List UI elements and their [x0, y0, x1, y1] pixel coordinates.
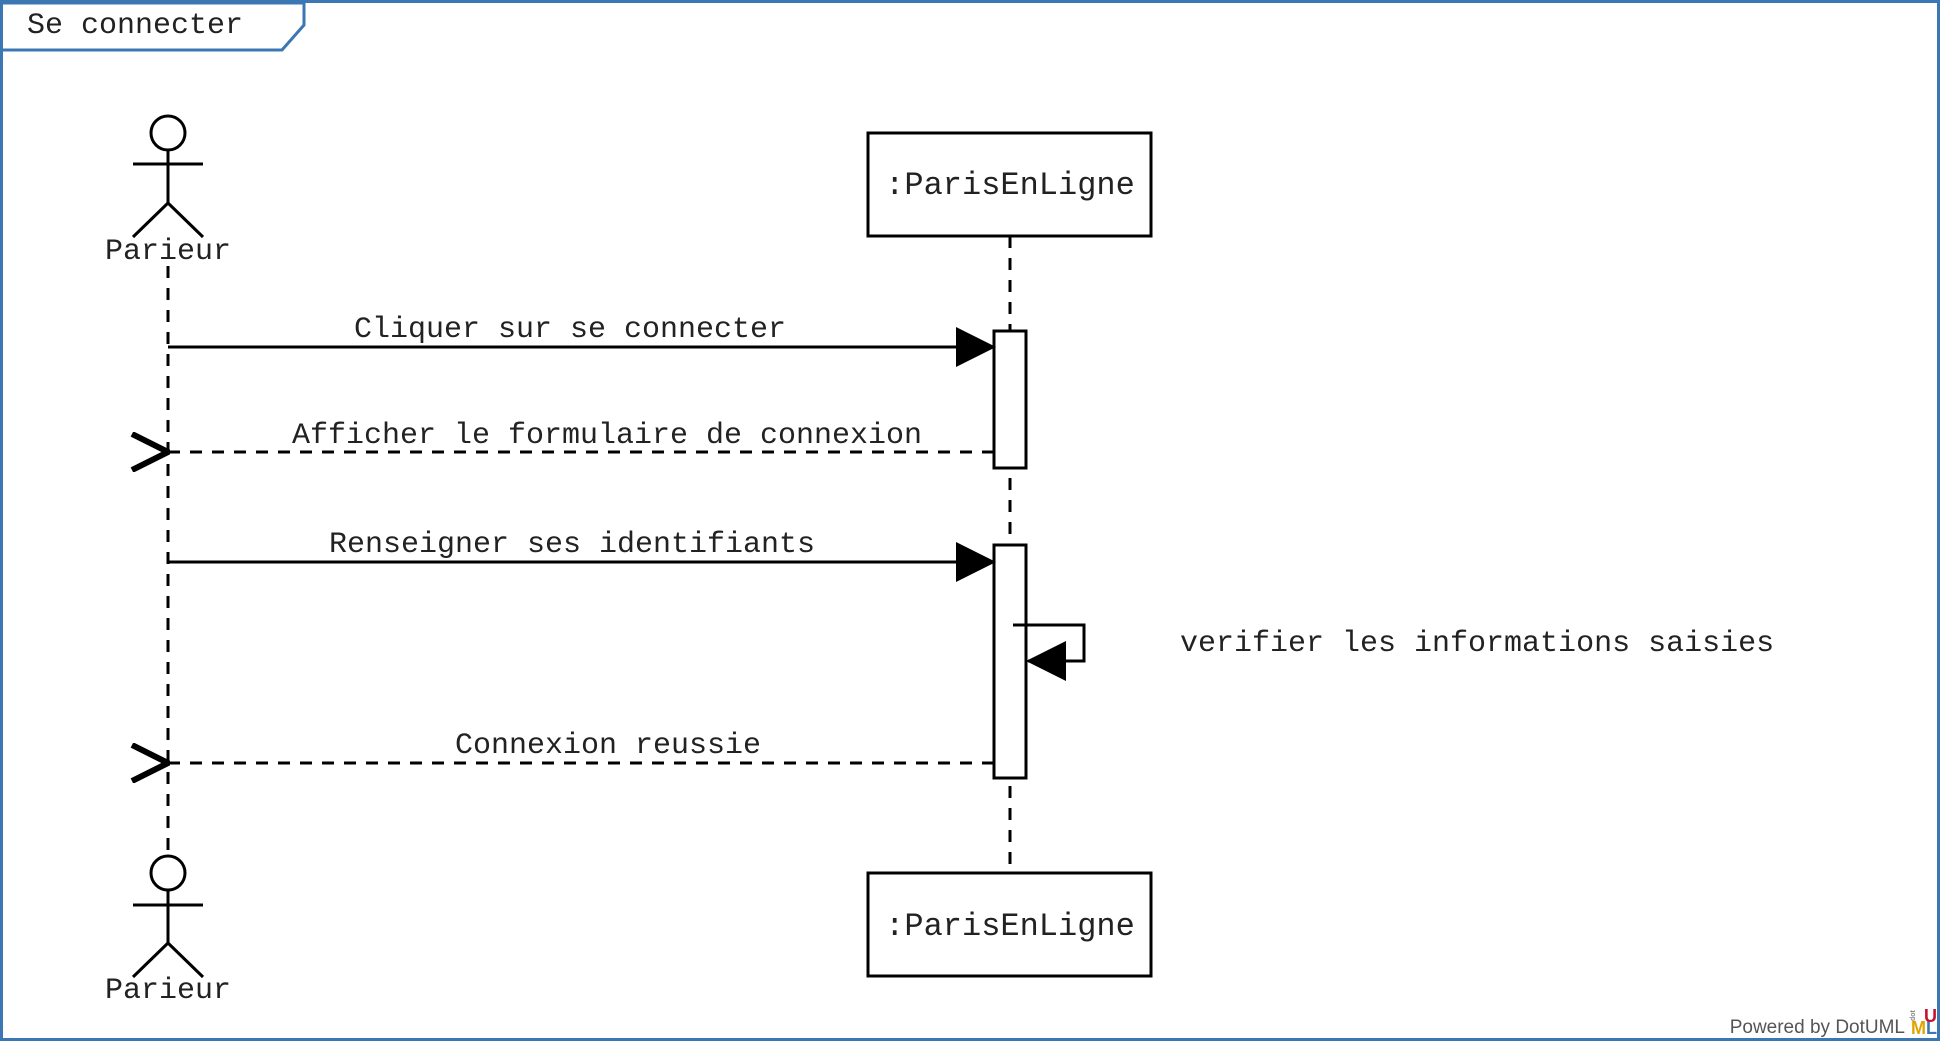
dotuml-logo-icon: M L U dot — [1910, 1006, 1937, 1038]
message-label-4: verifier les informations saisies — [1180, 627, 1774, 661]
object-box-bottom — [866, 871, 1153, 978]
object-label-top: :ParisEnLigne — [885, 167, 1135, 204]
message-label-5: Connexion reussie — [455, 729, 761, 763]
activation-bar-2 — [992, 543, 1028, 780]
actor-parieur-bottom — [131, 854, 205, 979]
message-label-2: Afficher le formulaire de connexion — [292, 419, 922, 453]
message-label-3: Renseigner ses identifiants — [329, 528, 815, 562]
actor-label-bottom: Parieur — [105, 974, 231, 1008]
svg-text:M: M — [1911, 1018, 1926, 1038]
actor-head-icon — [149, 114, 187, 152]
powered-by-text[interactable]: Powered by DotUML — [1730, 1017, 1905, 1038]
object-box-top — [866, 131, 1153, 238]
actor-head-icon — [149, 854, 187, 892]
svg-text:L: L — [1926, 1018, 1937, 1038]
activation-bar-1 — [992, 329, 1028, 470]
object-label-bottom: :ParisEnLigne — [885, 908, 1135, 945]
svg-text:U: U — [1924, 1006, 1937, 1026]
message-label-1: Cliquer sur se connecter — [354, 313, 786, 347]
frame-title: Se connecter — [27, 9, 243, 43]
actor-parieur-top — [131, 114, 205, 239]
message-arrow-4 — [1013, 623, 1086, 681]
frame-title-tab: Se connecter — [3, 1, 306, 52]
svg-text:dot: dot — [1910, 1009, 1917, 1021]
actor-label-top: Parieur — [105, 235, 231, 269]
